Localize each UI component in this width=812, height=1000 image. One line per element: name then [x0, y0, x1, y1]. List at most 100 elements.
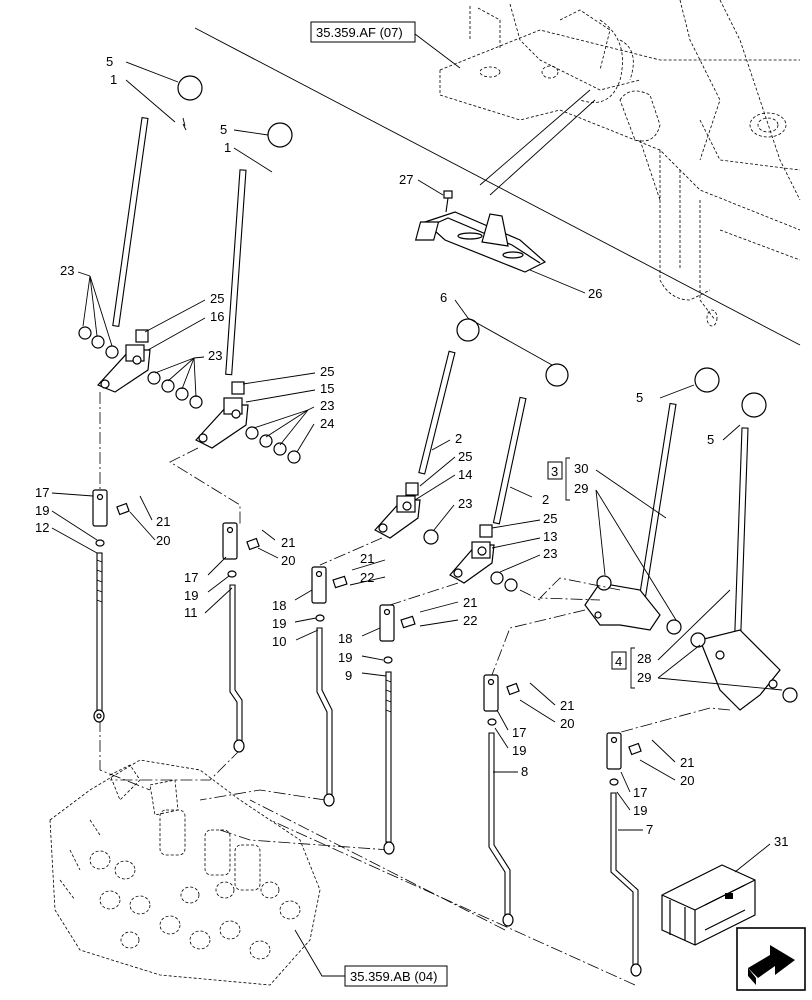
callout-25: 25 — [543, 511, 557, 526]
callout-19: 19 — [633, 803, 647, 818]
callout-2: 2 — [455, 431, 462, 446]
leader-25d — [491, 519, 541, 529]
callout-23: 23 — [320, 398, 334, 413]
callout-17: 17 — [633, 785, 647, 800]
rod-12-assembly — [92, 489, 130, 723]
callout-20: 20 — [281, 553, 295, 568]
reference-label-bottom: 35.359.AB (04) — [350, 969, 437, 984]
bracket-14-assembly — [374, 482, 439, 545]
leader-14 — [414, 474, 456, 501]
kit-crate-icon — [661, 864, 756, 946]
bracket-group-4 — [630, 647, 635, 689]
callout-24: 24 — [320, 416, 334, 431]
callout-2: 2 — [542, 492, 549, 507]
callout-22: 22 — [463, 613, 477, 628]
bracket-13-assembly — [449, 524, 518, 592]
pedal-guide-line-a — [479, 89, 591, 186]
bracket-30 — [584, 575, 682, 635]
callout-20: 20 — [680, 773, 694, 788]
reference-leader-bottom — [294, 929, 345, 977]
callout-6: 6 — [440, 290, 447, 305]
callout-19: 19 — [512, 743, 526, 758]
callout-19: 19 — [35, 503, 49, 518]
callout-numbers: 5 1 5 1 27 26 23 25 16 23 25 15 23 24 6 … — [35, 54, 788, 849]
leader-25c — [419, 456, 456, 487]
callout-28: 28 — [637, 651, 651, 666]
callout-17: 17 — [512, 725, 526, 740]
callout-15: 15 — [320, 381, 334, 396]
bracket-15-assembly — [195, 381, 301, 464]
callout-21: 21 — [463, 595, 477, 610]
callout-5: 5 — [220, 122, 227, 137]
pedal-guide-line-b — [489, 99, 596, 196]
leader-30 — [595, 469, 667, 519]
callout-20: 20 — [560, 716, 574, 731]
leader-5c — [659, 384, 695, 399]
callout-11: 11 — [184, 605, 198, 620]
callout-16: 16 — [210, 309, 224, 324]
callout-25: 25 — [320, 364, 334, 379]
callout-14: 14 — [458, 467, 472, 482]
callout-10: 10 — [272, 634, 286, 649]
lever-5-right-b — [733, 392, 767, 649]
leader-6a — [454, 299, 469, 319]
leader-15 — [245, 389, 316, 403]
lever-2-left — [418, 318, 480, 475]
lever-2-right — [492, 363, 569, 525]
callout-12: 12 — [35, 520, 49, 535]
navigation-arrow-icon[interactable] — [736, 927, 806, 991]
callout-20: 20 — [156, 533, 170, 548]
leaders-23-mid — [154, 356, 205, 398]
leader-27 — [417, 179, 444, 196]
leaders-23-left — [77, 271, 113, 347]
leader-25a — [144, 299, 206, 333]
callout-25: 25 — [210, 291, 224, 306]
callout-5: 5 — [106, 54, 113, 69]
leader-1a — [125, 79, 176, 123]
group-box-4 — [611, 651, 627, 670]
callout-26: 26 — [588, 286, 602, 301]
leader-26 — [529, 269, 586, 294]
reference-label-top: 35.359.AF (07) — [316, 25, 403, 40]
bracket-28 — [690, 629, 798, 711]
leader-29b-2 — [657, 644, 701, 679]
lever-1-left — [112, 75, 203, 327]
callout-5: 5 — [636, 390, 643, 405]
callout-23: 23 — [543, 546, 557, 561]
group-box-3 — [547, 461, 563, 480]
callout-29: 29 — [574, 481, 588, 496]
callout-9: 9 — [345, 668, 352, 683]
callout-19: 19 — [184, 588, 198, 603]
callout-5: 5 — [707, 432, 714, 447]
callout-1: 1 — [224, 140, 231, 155]
callout-19: 19 — [272, 616, 286, 631]
callout-7: 7 — [646, 822, 653, 837]
leaders-23-right — [253, 406, 315, 446]
callout-25: 25 — [458, 449, 472, 464]
rod-leaders — [51, 492, 676, 831]
callout-18: 18 — [338, 631, 352, 646]
reference-box-top[interactable] — [310, 21, 416, 43]
leader-28 — [657, 589, 731, 661]
rod-11-assembly — [222, 522, 260, 753]
leader-13 — [491, 537, 541, 549]
callout-17: 17 — [35, 485, 49, 500]
cover-plate-26 — [414, 211, 547, 273]
callout-30: 30 — [574, 461, 588, 476]
rod-7-assembly — [606, 732, 642, 977]
leader-2a — [431, 439, 451, 451]
callout-23: 23 — [208, 348, 222, 363]
bracket-16-assembly — [78, 326, 203, 409]
callout-22: 22 — [360, 570, 374, 585]
callout-27: 27 — [399, 172, 413, 187]
callout-17: 17 — [184, 570, 198, 585]
callout-23: 23 — [60, 263, 74, 278]
leader-23d — [433, 504, 455, 531]
lever-5-right-a — [634, 367, 720, 623]
callout-18: 18 — [272, 598, 286, 613]
callout-1: 1 — [110, 72, 117, 87]
leader-5b — [233, 129, 269, 136]
leader-29a-1 — [595, 489, 606, 576]
rod-10-assembly — [311, 566, 348, 807]
